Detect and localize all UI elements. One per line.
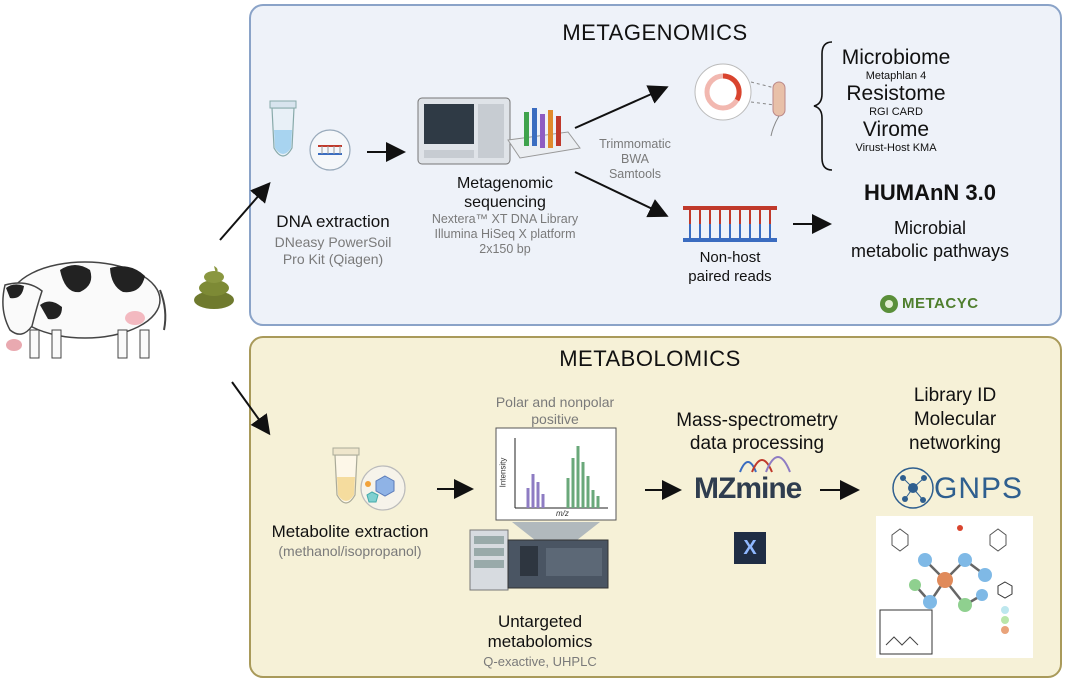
reads-line1: Non-host <box>699 249 761 266</box>
humann-line2: metabolic pathways <box>850 241 1010 261</box>
mode-line2: positive <box>531 411 579 427</box>
lcms-instrument-icon <box>469 529 609 591</box>
humann-line1: Microbial <box>893 218 967 238</box>
metagenomics-title: METAGENOMICS <box>562 20 748 45</box>
reads-line2: paired reads <box>688 268 772 285</box>
metabolite-extraction-label: Metabolite extraction <box>271 522 429 541</box>
humann-title: HUMAnN 3.0 <box>863 180 996 205</box>
x-software-icon: X <box>734 532 766 564</box>
tools-line1: Trimmomatic <box>599 137 671 151</box>
library-line1: Library ID <box>913 385 997 406</box>
library-line2: Molecular <box>913 409 997 430</box>
sequencing-detail-line1: Nextera™ XT DNA Library <box>431 212 579 226</box>
sequencing-label-line2: sequencing <box>464 194 546 211</box>
metacyc-logo: METACYC <box>902 295 979 312</box>
mzmine-logo-icon <box>739 456 791 473</box>
dna-kit-line2: Pro Kit (Qiagen) <box>282 251 384 267</box>
virome-tool: Virust-Host KMA <box>855 142 937 154</box>
metabolomics-title: METABOLOMICS <box>559 346 741 371</box>
arrow-to-metagenomics <box>219 181 271 241</box>
gnps-logo-icon <box>892 467 934 509</box>
library-line3: networking <box>909 433 1001 454</box>
metabolite-tube-icon <box>332 447 406 511</box>
brace-icon <box>813 41 833 171</box>
dna-extraction-label: DNA extraction <box>276 212 390 231</box>
untargeted-instrument: Q-exactive, UHPLC <box>483 654 597 669</box>
tools-line3: Samtools <box>608 167 662 181</box>
untargeted-line1: Untargeted <box>497 612 583 631</box>
molecular-network-icon <box>876 516 1033 658</box>
metabolite-extraction-solvent: (methanol/isopropanol) <box>278 543 422 559</box>
spectrum-xlabel: m/z <box>556 509 569 518</box>
processing-line2: data processing <box>689 433 825 454</box>
tools-line2: BWA <box>620 152 649 166</box>
arrow-to-metabolomics <box>231 381 271 436</box>
dna-tube-icon <box>269 100 351 171</box>
spectrum-ylabel: Intensity <box>498 457 508 488</box>
sequencing-detail-line3: 2x150 bp <box>479 242 531 256</box>
manure-icon <box>194 266 234 309</box>
dna-kit-line1: DNeasy PowerSoil <box>274 234 392 250</box>
resistome-label: Resistome <box>846 82 946 105</box>
microbe-icon <box>694 63 786 137</box>
virome-label: Virome <box>862 118 930 141</box>
mzmine-logo: MZmine <box>694 472 802 505</box>
untargeted-line2: metabolomics <box>487 632 593 651</box>
dna-reads-icon <box>683 206 777 242</box>
sequencing-label-line1: Metagenomic <box>456 175 554 192</box>
processing-line1: Mass-spectrometry <box>676 410 838 431</box>
microbiome-label: Microbiome <box>841 46 951 69</box>
sequencer-icon <box>417 97 581 165</box>
mode-line1: Polar and nonpolar <box>495 394 615 410</box>
spectrum-chart-icon <box>495 427 617 521</box>
cow-icon <box>2 261 167 359</box>
gnps-logo: GNPS <box>934 472 1024 505</box>
metacyc-logo-icon <box>880 295 898 313</box>
metagenomics-panel <box>249 4 1062 326</box>
sequencing-detail-line2: Illumina HiSeq X platform <box>434 227 576 241</box>
microbiome-tool: Metaphlan 4 <box>865 70 927 82</box>
resistome-tool: RGI CARD <box>869 106 923 118</box>
